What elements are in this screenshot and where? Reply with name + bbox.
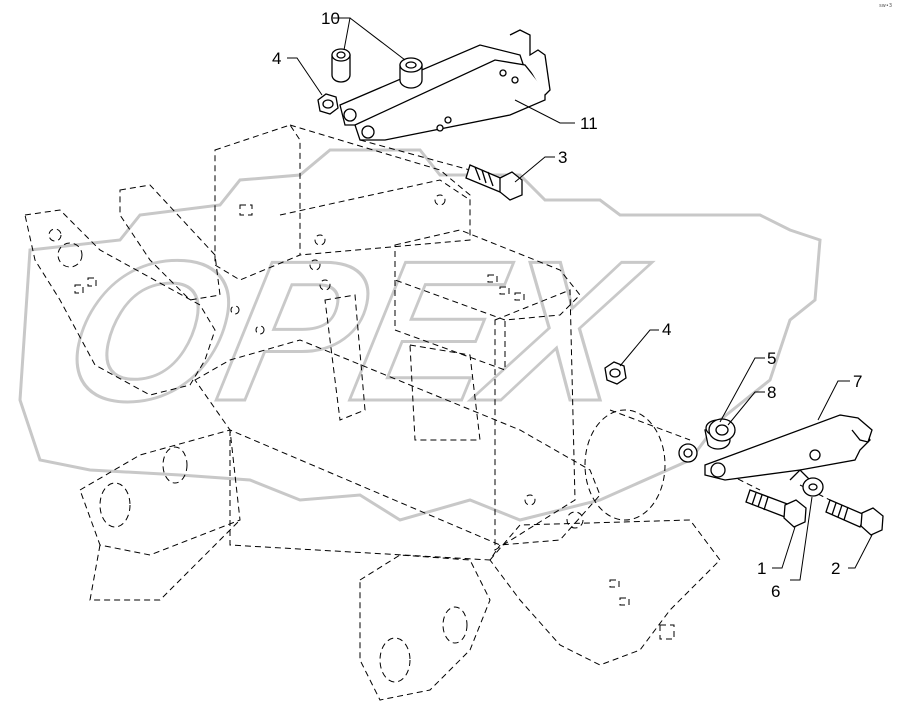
mounting-frame	[24, 124, 831, 701]
corner-code: sw•3	[879, 3, 892, 9]
nut-4-lower	[604, 361, 627, 385]
upper-bracket-11	[339, 29, 551, 141]
callout-1: 1	[757, 559, 766, 578]
watermark-gear-outline	[18, 148, 822, 522]
lower-bracket-10	[704, 414, 873, 481]
callout-10: 7	[853, 372, 862, 391]
callouts	[287, 17, 873, 581]
callout-4-upper: 4	[272, 49, 281, 68]
washer-6	[802, 477, 824, 497]
washer-small	[678, 443, 698, 463]
callout-3: 3	[558, 148, 567, 167]
callout-4-lower: 4	[662, 320, 671, 339]
nut-4-upper	[317, 93, 339, 115]
callout-7: 10	[321, 9, 340, 28]
watermark-text: OPEX	[48, 219, 661, 442]
washer-8	[708, 418, 736, 442]
callout-2: 2	[831, 559, 840, 578]
bolt-1	[745, 489, 807, 528]
watermark	[18, 148, 822, 522]
callout-6: 6	[771, 582, 780, 601]
spacer-7	[331, 48, 423, 89]
callout-8: 8	[767, 383, 776, 402]
callout-11: 11	[580, 114, 598, 133]
bolt-3	[465, 164, 523, 201]
bolt-2	[825, 499, 884, 536]
callout-5: 5	[767, 349, 776, 368]
